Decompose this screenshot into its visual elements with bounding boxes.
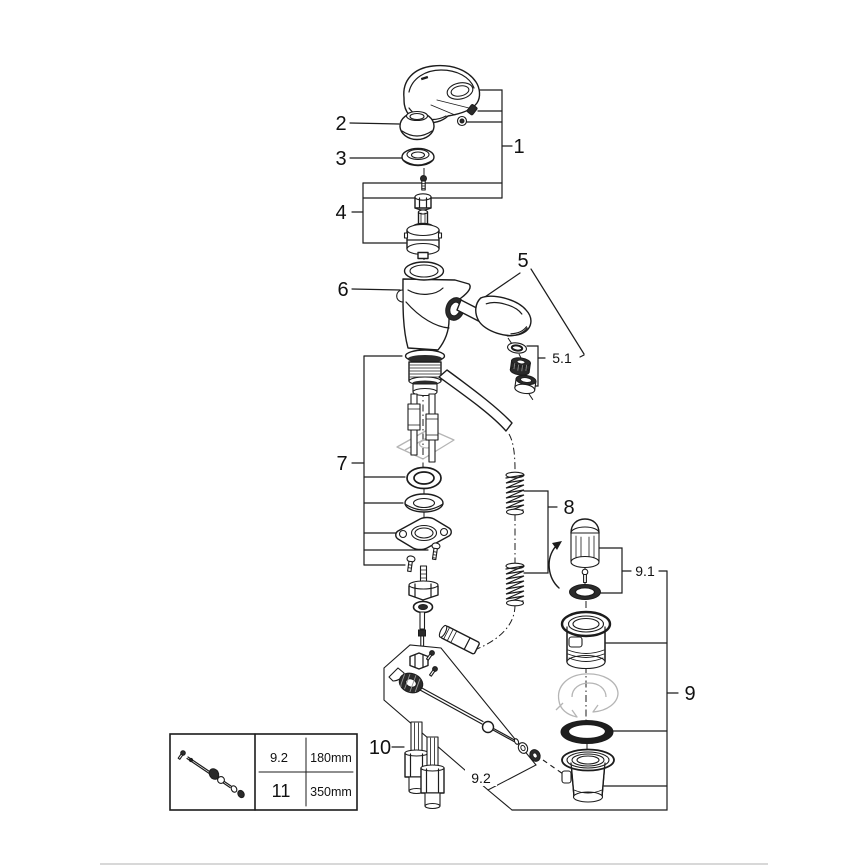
popup-guide-tube xyxy=(438,369,513,432)
callout-4: 4 xyxy=(335,202,346,224)
body-shank xyxy=(404,349,446,397)
table-length-row1: 180mm xyxy=(310,751,352,765)
handle-grub-screw xyxy=(466,104,478,116)
callout-9-2: 9.2 xyxy=(471,770,491,786)
aerator-flow-straightener xyxy=(509,357,531,376)
cartridge xyxy=(403,209,443,260)
callout-5: 5 xyxy=(517,250,528,272)
callout-bracket-1 xyxy=(362,89,513,199)
supply-tube-left xyxy=(407,393,421,456)
callout-bracket-8 xyxy=(523,490,558,574)
supply-hose-right xyxy=(420,736,445,810)
callout-9-1: 9.1 xyxy=(635,563,655,579)
flat-washer xyxy=(404,493,444,513)
table-rod-illustration xyxy=(177,750,245,799)
mounting-flange-plate xyxy=(395,516,452,551)
size-table: 9.2 180mm 11 350mm xyxy=(169,733,358,811)
callout-9: 9 xyxy=(684,683,695,705)
rod-clamp-hex xyxy=(409,652,429,670)
popup-rod-assembly xyxy=(388,611,541,762)
aerator-washer xyxy=(507,342,527,354)
supply-hose-left xyxy=(404,721,429,795)
leader-2 xyxy=(349,122,400,125)
callout-7: 7 xyxy=(336,453,347,475)
callout-10: 10 xyxy=(369,737,391,759)
flange-cutout xyxy=(568,636,583,648)
callout-bracket-5-1 xyxy=(526,345,585,387)
popup-thin-rod xyxy=(419,611,426,630)
callout-1: 1 xyxy=(513,136,524,158)
rotation-arrow xyxy=(548,541,562,589)
callout-2: 2 xyxy=(335,113,346,135)
knob-oring xyxy=(569,584,601,600)
aerator-housing xyxy=(514,374,537,395)
handle-lever xyxy=(403,64,481,124)
callout-bracket-4 xyxy=(351,182,407,244)
supply-tube-right xyxy=(425,393,439,463)
leader-6 xyxy=(351,288,401,291)
spring-lower xyxy=(505,562,525,607)
callout-6: 6 xyxy=(337,279,348,301)
callout-3: 3 xyxy=(335,148,346,170)
shank-oring-small xyxy=(412,600,434,614)
cartridge-cap-nut xyxy=(414,193,432,211)
assembly-outline-9-2 xyxy=(383,644,537,811)
handle-slot xyxy=(420,75,429,81)
callout-5-1: 5.1 xyxy=(552,350,572,366)
dome-cap xyxy=(399,110,435,141)
drain-body xyxy=(561,748,615,803)
spout-lever xyxy=(475,295,532,337)
popup-knob xyxy=(570,518,600,584)
clamp-screw-lower xyxy=(428,666,438,677)
handle-screw-nut xyxy=(456,115,468,127)
table-ref-row2: 11 xyxy=(272,781,291,801)
flange-screw-left xyxy=(406,555,416,573)
callout-bracket-7 xyxy=(351,355,429,566)
spring-upper xyxy=(505,471,525,516)
drain-flange xyxy=(560,610,612,670)
callout-bracket-9-1 xyxy=(598,547,668,594)
table-ref-row1: 9.2 xyxy=(270,750,288,765)
callout-labels: 1 2 3 4 5 5.1 6 7 8 9 9.1 9.2 10 xyxy=(335,113,696,786)
mounting-ring xyxy=(401,147,435,167)
callout-9-2-backing xyxy=(465,769,497,786)
body-side-tab xyxy=(396,289,404,303)
shank-stud-nut xyxy=(408,565,439,601)
phantom-drain-part xyxy=(555,673,619,718)
rod-ball xyxy=(481,720,495,734)
drain-body-tab xyxy=(561,770,572,784)
cartridge-screw xyxy=(420,175,427,191)
popup-adapter xyxy=(438,624,480,655)
rod-gland-ring xyxy=(398,672,424,694)
drain-oring xyxy=(560,720,614,744)
rod-oring xyxy=(517,742,529,754)
table-length-row2: 350mm xyxy=(310,785,352,799)
flange-screw-right xyxy=(431,542,441,561)
callout-bracket-9 xyxy=(511,570,679,811)
oring-large xyxy=(406,466,442,490)
callout-8: 8 xyxy=(563,497,574,519)
clamp-screw-upper xyxy=(425,650,435,661)
